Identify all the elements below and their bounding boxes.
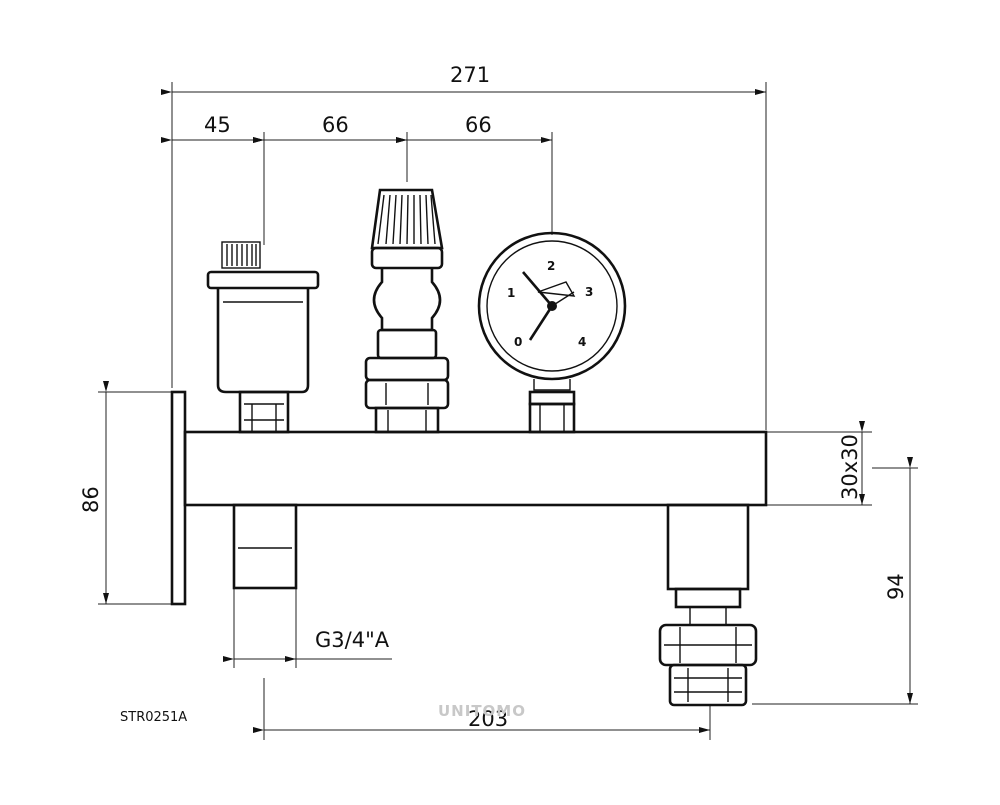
dim-bottom-length: 203 (468, 707, 508, 731)
gauge-scale-4: 4 (578, 335, 586, 349)
dim-overall-width: 271 (450, 63, 490, 87)
gauge-scale-0: 0 (514, 335, 522, 349)
gauge-scale-1: 1 (507, 286, 515, 300)
dim-spacing-1: 45 (204, 113, 231, 137)
wall-flange (170, 390, 187, 606)
pressure-gauge: 0 1 2 3 4 (477, 231, 627, 434)
dim-height-left: 86 (79, 486, 103, 513)
gauge-scale-3: 3 (585, 285, 593, 299)
safety-valve (364, 188, 450, 434)
dim-height-right: 94 (884, 573, 908, 600)
dimension-lines (98, 82, 918, 740)
left-outlet-connector (232, 503, 298, 590)
dim-tube-section: 30x30 (838, 434, 862, 500)
dim-thread: G3/4"A (315, 628, 390, 652)
drawing-code: STR0251A (120, 710, 187, 725)
watermark: UNITOMO (438, 702, 526, 720)
right-outlet-connector (658, 503, 758, 707)
manifold-tube (183, 430, 768, 507)
dim-spacing-3: 66 (465, 113, 492, 137)
air-vent (206, 241, 320, 434)
gauge-scale-2: 2 (547, 259, 555, 273)
dim-spacing-2: 66 (322, 113, 349, 137)
